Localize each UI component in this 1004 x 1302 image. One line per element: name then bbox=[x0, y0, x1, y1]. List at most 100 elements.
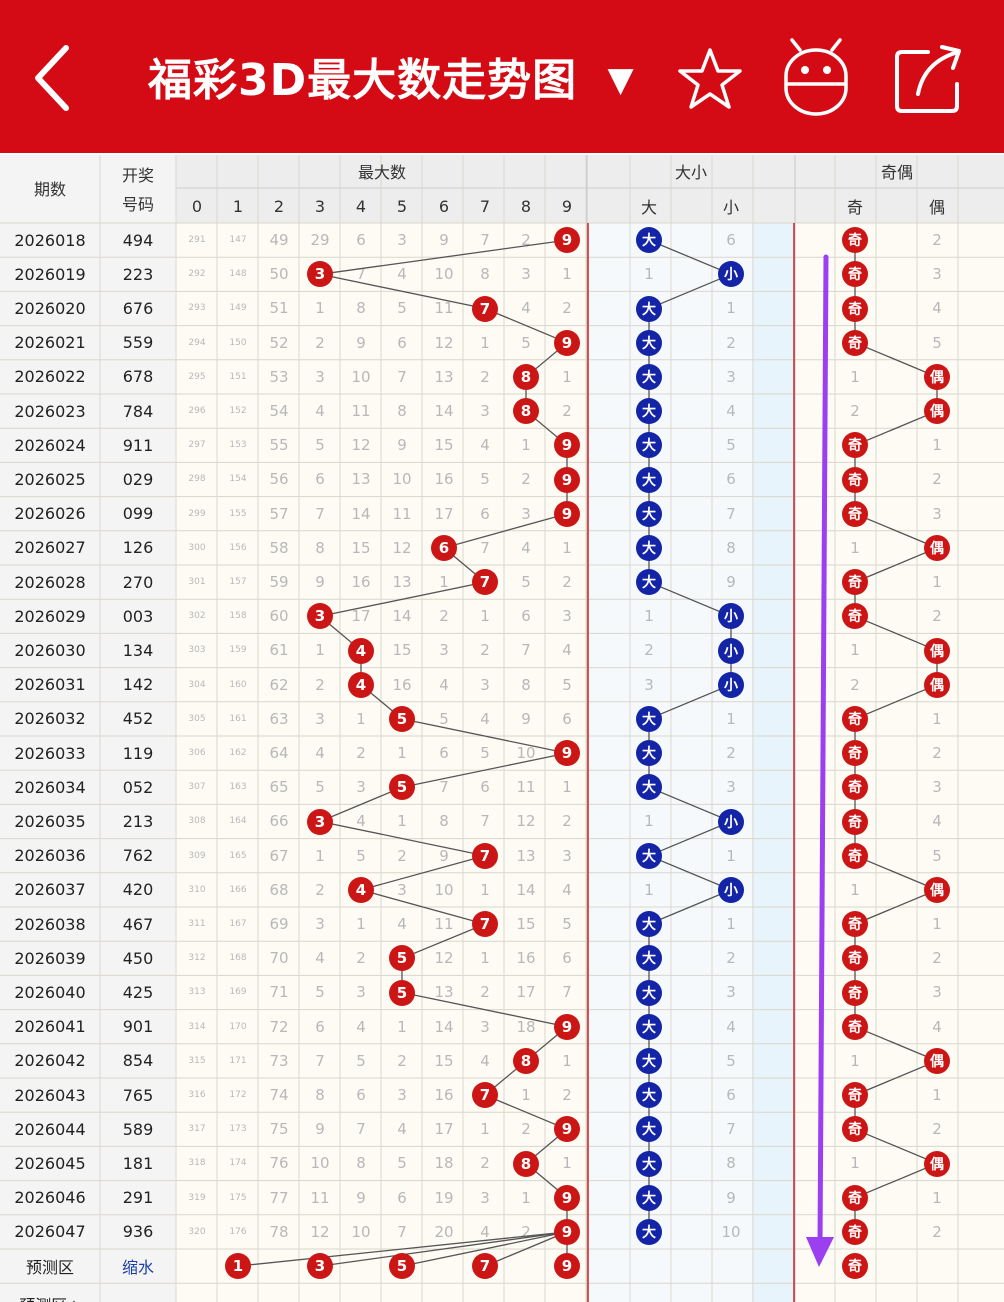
forecast-ball: 7 bbox=[472, 1253, 498, 1280]
omission-value: 306 bbox=[188, 748, 206, 759]
column-header-digit: 9 bbox=[561, 196, 573, 216]
app-header: 福彩3D最大数走势图 ▼ bbox=[0, 0, 1004, 153]
size-ball: 大 bbox=[636, 979, 662, 1006]
max-digit-ball: 9 bbox=[554, 1116, 580, 1143]
column-header-draw: 开奖 bbox=[121, 166, 154, 185]
size-ball: 大 bbox=[636, 1047, 662, 1074]
omission-value: 50 bbox=[269, 265, 289, 284]
forecast-plus-label[interactable]: 预测区+ bbox=[0, 1287, 100, 1302]
parity-ball: 奇 bbox=[842, 945, 868, 972]
issue-number: 2026040 bbox=[14, 982, 86, 1002]
forecast-parity-ball: 奇 bbox=[842, 1253, 868, 1280]
omission-value: 64 bbox=[269, 744, 289, 763]
column-header-digit: 8 bbox=[520, 196, 532, 216]
draw-number: 559 bbox=[122, 333, 154, 353]
max-digit-ball: 8 bbox=[513, 363, 539, 390]
draw-number: 213 bbox=[122, 811, 154, 831]
max-digit-ball: 3 bbox=[307, 261, 333, 288]
issue-number: 2026023 bbox=[14, 401, 86, 421]
column-header-digit: 2 bbox=[273, 196, 285, 216]
column-header-size: 大 bbox=[640, 198, 657, 217]
omission-value: 314 bbox=[188, 1021, 206, 1032]
parity-ball: 偶 bbox=[924, 398, 950, 425]
issue-number: 2026044 bbox=[14, 1119, 86, 1139]
omission-value: 298 bbox=[188, 474, 206, 485]
size-ball: 大 bbox=[636, 1116, 662, 1143]
draw-number: 762 bbox=[122, 846, 154, 866]
size-ball: 大 bbox=[636, 466, 662, 493]
page-title[interactable]: 福彩3D最大数走势图 ▼ bbox=[148, 44, 635, 108]
parity-ball: 奇 bbox=[842, 740, 868, 767]
max-digit-ball: 4 bbox=[348, 637, 374, 664]
omission-value: 320 bbox=[188, 1226, 206, 1237]
size-ball: 大 bbox=[636, 842, 662, 869]
max-digit-ball: 3 bbox=[307, 603, 333, 630]
max-digit-ball: 3 bbox=[307, 808, 333, 835]
size-ball: 大 bbox=[636, 945, 662, 972]
parity-ball: 偶 bbox=[924, 363, 950, 390]
omission-value: 319 bbox=[188, 1192, 206, 1203]
size-ball: 大 bbox=[636, 705, 662, 732]
issue-number: 2026018 bbox=[14, 230, 86, 250]
max-digit-ball: 8 bbox=[513, 1150, 539, 1177]
draw-number: 099 bbox=[122, 504, 154, 524]
omission-value: 170 bbox=[229, 1021, 247, 1032]
omission-value: 65 bbox=[269, 778, 289, 797]
max-digit-ball: 5 bbox=[389, 979, 415, 1006]
page-title-text: 福彩3D最大数走势图 bbox=[148, 55, 578, 106]
omission-value: 148 bbox=[229, 269, 247, 280]
draw-number: 425 bbox=[122, 982, 154, 1002]
share-icon[interactable] bbox=[892, 42, 968, 116]
size-ball: 大 bbox=[636, 774, 662, 801]
max-digit-ball: 7 bbox=[472, 295, 498, 322]
omission-value: 77 bbox=[269, 1188, 289, 1207]
issue-number: 2026042 bbox=[14, 1051, 86, 1071]
draw-number: 676 bbox=[122, 298, 154, 318]
omission-value: 2 bbox=[932, 231, 942, 250]
left-columns-bg bbox=[0, 155, 176, 1302]
back-chevron-icon[interactable] bbox=[30, 42, 74, 114]
omission-value: 73 bbox=[269, 1051, 289, 1070]
issue-number: 2026045 bbox=[14, 1153, 86, 1173]
omission-value: 293 bbox=[188, 303, 206, 314]
issue-number: 2026036 bbox=[14, 846, 86, 866]
dropdown-arrow-icon[interactable]: ▼ bbox=[607, 60, 635, 100]
omission-value: 295 bbox=[188, 371, 206, 382]
omission-value: 291 bbox=[188, 235, 206, 246]
column-header-digit: 7 bbox=[479, 196, 491, 216]
android-robot-icon[interactable] bbox=[780, 38, 852, 118]
draw-number: 270 bbox=[122, 572, 154, 592]
omission-value: 167 bbox=[229, 919, 247, 930]
omission-value: 156 bbox=[229, 542, 247, 553]
forecast-ball: 5 bbox=[389, 1253, 415, 1280]
column-header-digit: 3 bbox=[314, 196, 326, 216]
issue-number: 2026032 bbox=[14, 709, 86, 729]
forecast-label: 预测区 bbox=[25, 1258, 74, 1278]
issue-number: 2026020 bbox=[14, 298, 86, 318]
omission-value: 296 bbox=[188, 406, 206, 417]
size-shade-bg bbox=[752, 223, 794, 1302]
max-digit-ball: 5 bbox=[389, 945, 415, 972]
column-header-issue: 期数 bbox=[33, 180, 66, 199]
omission-value: 153 bbox=[229, 440, 247, 451]
issue-number: 2026028 bbox=[14, 572, 86, 592]
parity-ball: 奇 bbox=[842, 911, 868, 938]
omission-value: 151 bbox=[229, 371, 247, 382]
max-digit-ball: 9 bbox=[554, 1218, 580, 1245]
omission-value: 60 bbox=[269, 607, 289, 626]
size-ball: 大 bbox=[636, 1184, 662, 1211]
star-icon[interactable] bbox=[676, 46, 744, 112]
shrink-link[interactable]: 缩水 bbox=[121, 1258, 154, 1278]
omission-value: 157 bbox=[229, 577, 247, 588]
parity-ball: 奇 bbox=[842, 227, 868, 254]
parity-ball: 偶 bbox=[924, 1150, 950, 1177]
size-ball: 大 bbox=[636, 398, 662, 425]
column-header-digit: 4 bbox=[355, 196, 367, 216]
max-digit-ball: 9 bbox=[554, 1184, 580, 1211]
omission-value: 165 bbox=[229, 850, 247, 861]
omission-value: 154 bbox=[229, 474, 247, 485]
issue-number: 2026026 bbox=[14, 504, 86, 524]
size-ball: 大 bbox=[636, 1150, 662, 1177]
omission-value: 305 bbox=[188, 713, 206, 724]
